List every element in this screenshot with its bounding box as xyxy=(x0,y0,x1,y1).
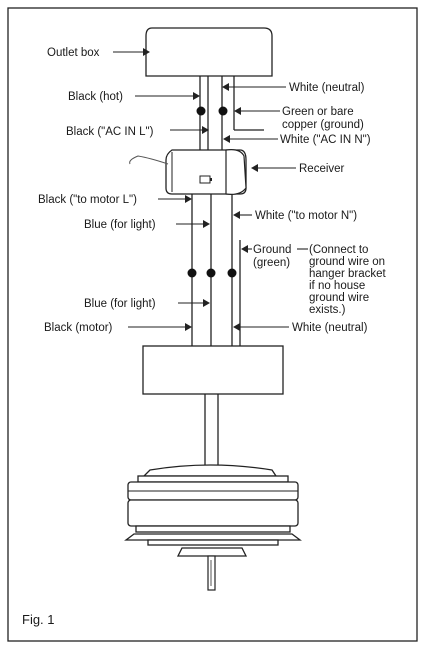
label-connect-note-6: exists.) xyxy=(309,304,346,316)
label-white-neutral-bottom: White (neutral) xyxy=(292,322,368,334)
label-ground-green-2: (green) xyxy=(253,257,290,269)
arrowhead-black-motor xyxy=(185,323,192,331)
label-receiver: Receiver xyxy=(299,163,345,175)
label-white-neutral-top: White (neutral) xyxy=(289,82,365,94)
arrowhead-black-to-motor xyxy=(185,195,192,203)
label-connect-note-4: if no house xyxy=(309,280,365,292)
battery-icon xyxy=(199,175,211,184)
antenna-wire xyxy=(129,155,169,165)
label-black-motor: Black (motor) xyxy=(44,322,113,334)
blade-plate xyxy=(124,533,302,541)
arrowhead-white-neutral-bottom xyxy=(233,323,240,331)
arrowhead-white-neutral-top xyxy=(222,83,229,91)
label-connect-note-2: ground wire on xyxy=(309,256,385,268)
label-blue-light-top: Blue (for light) xyxy=(84,219,156,231)
connector-bottom-middle xyxy=(206,268,216,278)
figure-label: Fig. 1 xyxy=(22,612,55,627)
label-black-to-motor-l: Black ("to motor L") xyxy=(38,194,137,206)
switch-housing-top xyxy=(147,539,279,546)
battery-icon-tip xyxy=(210,178,212,181)
label-black-hot: Black (hot) xyxy=(68,91,123,103)
switch-housing xyxy=(176,547,248,557)
figure-border xyxy=(7,7,418,642)
label-ground-green-1: Ground xyxy=(253,244,291,256)
arrowhead-ground-green xyxy=(241,245,248,253)
label-black-ac-in-l: Black ("AC IN L") xyxy=(66,126,154,138)
motor-band-lower xyxy=(127,499,299,527)
connector-top-right xyxy=(218,106,228,116)
arrowhead-white-to-motor xyxy=(233,211,240,219)
arrowhead-white-ac-in xyxy=(223,135,230,143)
label-green-copper-1: Green or bare xyxy=(282,106,354,118)
label-green-copper-2: copper (ground) xyxy=(282,119,364,131)
label-blue-light-bottom: Blue (for light) xyxy=(84,298,156,310)
label-white-ac-in-n: White ("AC IN N") xyxy=(280,134,371,146)
label-connect-note-1: (Connect to xyxy=(309,244,368,256)
arrowhead-black-hot xyxy=(193,92,200,100)
label-connect-note-5: ground wire xyxy=(309,292,369,304)
label-connect-note-3: hanger bracket xyxy=(309,268,387,280)
motor-bottom-ring xyxy=(135,525,291,533)
outlet-box xyxy=(145,27,273,77)
connector-bottom-left xyxy=(187,268,197,278)
label-outlet-box: Outlet box xyxy=(47,47,100,59)
arrowhead-black-ac-in xyxy=(202,126,209,134)
arrowhead-receiver xyxy=(251,164,258,172)
connector-bottom-right xyxy=(227,268,237,278)
motor-ring xyxy=(137,475,289,483)
motor-top-cap xyxy=(142,464,278,477)
arrowhead-outlet-box xyxy=(143,48,150,56)
arrowhead-blue-light-bottom xyxy=(203,299,210,307)
arrowhead-green-copper xyxy=(234,107,241,115)
canopy-housing xyxy=(142,345,284,395)
label-white-to-motor-n: White ("to motor N") xyxy=(255,210,357,222)
connector-top-left xyxy=(196,106,206,116)
receiver-end-cap xyxy=(225,149,247,195)
arrowhead-blue-light-top xyxy=(203,220,210,228)
